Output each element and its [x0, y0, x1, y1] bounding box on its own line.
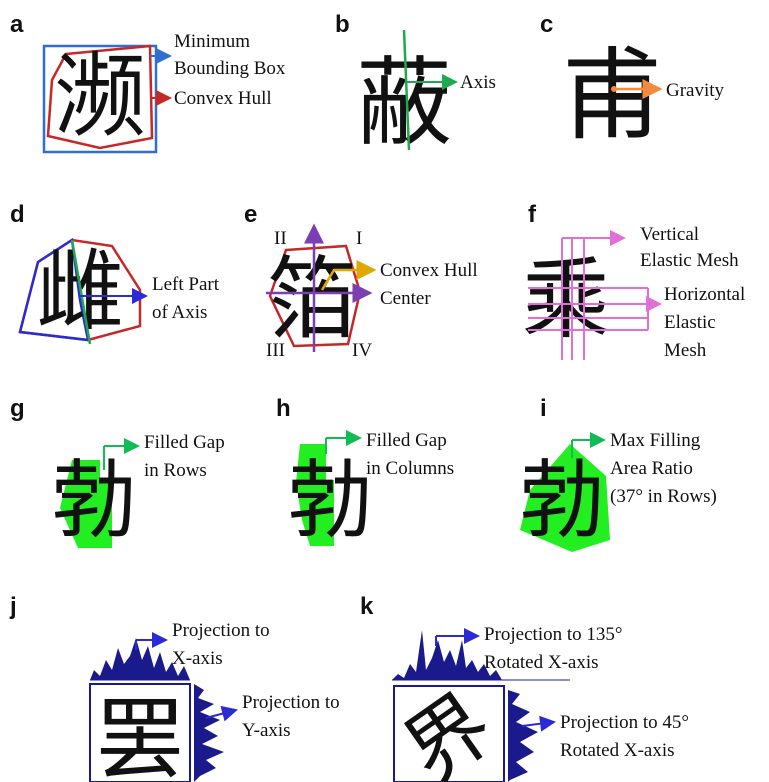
left-part-region	[18, 237, 90, 342]
label-mesh: Mesh	[664, 340, 707, 361]
axis-line	[70, 239, 92, 345]
label-bounding-box: Bounding Box	[174, 58, 286, 79]
panel-letter: d	[10, 201, 25, 228]
label-in-columns: in Columns	[366, 458, 454, 479]
label-angle-rows: (37° in Rows)	[610, 486, 717, 507]
panel-j: j 罢 Projection to X-axis Projection to Y…	[9, 593, 340, 782]
character-glyph: 箔	[267, 247, 357, 352]
center-pointer	[320, 269, 336, 291]
label-area-ratio: Area Ratio	[610, 458, 693, 479]
panel-letter: j	[9, 593, 17, 620]
quadrant-iii: III	[266, 340, 285, 361]
character-glyph: 勃	[287, 451, 373, 551]
y-projection-histogram	[194, 684, 224, 782]
panel-a: a 濒 Minimum Bounding Box Convex Hull	[10, 11, 286, 154]
character-frame	[393, 685, 505, 782]
y-projection-arrow	[205, 705, 238, 722]
panel-g: g 勃 Filled Gap in Rows	[10, 395, 225, 551]
label-filled-gap: Filled Gap	[144, 432, 225, 453]
label-elastic: Elastic	[664, 312, 716, 333]
label-axis: Axis	[460, 72, 496, 93]
panel-b: b 蔽 Axis	[335, 11, 496, 159]
character-glyph: 勃	[519, 451, 605, 551]
label-projection-135: Projection to 135°	[484, 624, 622, 645]
character-glyph: 罢	[96, 688, 184, 782]
label-projection-45: Projection to 45°	[560, 712, 689, 733]
label-vertical: Vertical	[640, 224, 699, 245]
quadrant-iv: IV	[352, 340, 372, 361]
vertical-elastic-mesh	[561, 230, 626, 360]
character-glyph: 勃	[51, 451, 137, 551]
axis-line	[402, 29, 411, 151]
label-left-part: Left Part	[152, 274, 220, 295]
convex-hull	[46, 44, 154, 150]
panel-f: f 乘 Vertical Elastic Mesh Horizontal Ela…	[522, 201, 745, 361]
label-y-axis: Y-axis	[242, 720, 291, 741]
quadrant-ii: II	[274, 228, 287, 249]
panel-e: e 箔 II I III IV Convex Hull Center	[244, 201, 478, 361]
label-projection-to-y: Projection to	[242, 692, 340, 713]
label-convex-hull: Convex Hull	[174, 88, 272, 109]
panel-letter: k	[360, 593, 374, 620]
character-glyph: 甫	[562, 37, 662, 154]
character-glyph: 乘	[522, 248, 610, 351]
label-center: Center	[380, 288, 431, 309]
label-elastic-mesh: Elastic Mesh	[640, 250, 739, 271]
label-horizontal: Horizontal	[664, 284, 745, 305]
filled-gap-columns	[296, 444, 334, 546]
panel-d: d 雌 Left Part of Axis	[10, 201, 220, 345]
max-filling-area	[520, 444, 610, 552]
label-rotated-x-135: Rotated X-axis	[484, 652, 599, 673]
panel-letter: c	[540, 11, 553, 38]
convex-hull	[268, 244, 362, 348]
label-in-rows: in Rows	[144, 460, 207, 481]
panel-letter: h	[276, 395, 291, 422]
label-projection-to: Projection to	[172, 620, 270, 641]
panel-i: i 勃 Max Filling Area Ratio (37° in Rows)	[519, 395, 717, 552]
character-frame	[89, 683, 191, 782]
panel-h: h 勃 Filled Gap in Columns	[276, 395, 454, 551]
panel-letter: a	[10, 11, 24, 38]
label-max-filling: Max Filling	[610, 430, 701, 451]
panel-c: c 甫 Gravity	[540, 11, 725, 154]
filled-gap-rows	[60, 460, 112, 548]
panel-letter: f	[528, 201, 537, 228]
panel-letter: b	[335, 11, 350, 38]
panel-letter: e	[244, 201, 257, 228]
panel-letter: i	[540, 395, 547, 422]
panel-k: k 界 Projection to 135° Rotated X-axis Pr…	[360, 593, 689, 782]
character-glyph: 蔽	[356, 47, 452, 159]
quadrant-i: I	[356, 228, 362, 249]
label-gravity: Gravity	[666, 80, 725, 101]
label-minimum: Minimum	[174, 31, 250, 52]
label-of-axis: of Axis	[152, 302, 207, 323]
projection-135-histogram	[392, 630, 502, 680]
character-glyph: 界	[388, 676, 510, 782]
horizontal-elastic-mesh	[528, 287, 662, 331]
character-glyph: 濒	[54, 43, 146, 150]
panel-letter: g	[10, 395, 25, 422]
label-x-axis: X-axis	[172, 648, 223, 669]
label-convex-hull: Convex Hull	[380, 260, 478, 281]
projection-45-arrow	[521, 715, 556, 732]
label-filled-gap: Filled Gap	[366, 430, 447, 451]
label-rotated-x-45: Rotated X-axis	[560, 740, 675, 761]
x-projection-histogram	[90, 638, 190, 680]
projection-45-histogram	[508, 690, 538, 782]
